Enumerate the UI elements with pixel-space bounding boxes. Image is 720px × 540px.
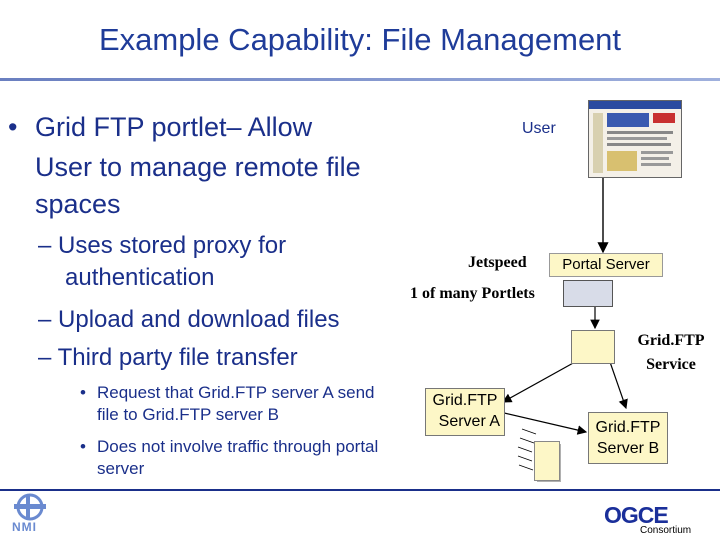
sub-bullet-1-line1: – Uses stored proxy for: [38, 232, 287, 259]
portlets-label: 1 of many Portlets: [410, 285, 535, 302]
footer-divider: [0, 489, 720, 491]
portlet-box: [563, 280, 613, 307]
sub-sub-bullet-marker: •: [80, 437, 86, 456]
sub-sub-bullet-1-line2: file to Grid.FTP server B: [97, 405, 280, 424]
gridftp-server-a-box: Grid.FTP Server A: [425, 388, 505, 436]
portal-server-box: Portal Server: [549, 253, 663, 277]
nmi-logo-text: NMI: [12, 520, 37, 534]
bullet-main-line3: spaces: [35, 189, 121, 219]
nmi-logo-icon: [14, 493, 46, 521]
user-label: User: [522, 120, 556, 137]
page-title: Example Capability: File Management: [98, 22, 622, 57]
server-b-line1: Grid.FTP: [595, 419, 661, 436]
sub-bullet-3: – Third party file transfer: [38, 344, 298, 371]
ogce-logo-text: OGCE: [604, 502, 669, 528]
server-a-line2: Server A: [438, 413, 500, 430]
arrow-server-a-to-server-b: [499, 411, 588, 435]
title-divider: [0, 78, 720, 81]
sub-bullet-2: – Upload and download files: [38, 306, 340, 333]
browser-screenshot-icon: [588, 100, 682, 178]
bullet-main-line1: Grid FTP portlet– Allow: [35, 112, 313, 142]
sub-sub-bullet-2-line2: server: [97, 459, 145, 478]
sub-sub-bullet-1-line1: Request that Grid.FTP server A send: [97, 383, 375, 402]
gridftp-service-box: [571, 330, 615, 364]
consortium-text: Consortium: [640, 525, 692, 536]
bullet-marker: •: [8, 112, 18, 142]
bullet-main-line2: User to manage remote file: [35, 152, 361, 182]
file-icon: [534, 441, 560, 481]
server-b-line2: Server B: [596, 440, 660, 457]
gridftp-service-line2: Service: [646, 356, 696, 373]
gridftp-service-line1: Grid.FTP: [637, 332, 705, 349]
server-a-line1: Grid.FTP: [432, 392, 498, 409]
arrow-service-to-server-b: [609, 361, 628, 410]
sub-sub-bullet-2-line1: Does not involve traffic through portal: [97, 437, 379, 456]
gridftp-server-b-box: Grid.FTP Server B: [588, 412, 668, 464]
jetspeed-label: Jetspeed: [468, 254, 527, 271]
sub-bullet-1-line2: authentication: [65, 264, 215, 291]
arrow-service-to-server-a: [501, 361, 576, 403]
sub-sub-bullet-marker: •: [80, 383, 86, 402]
